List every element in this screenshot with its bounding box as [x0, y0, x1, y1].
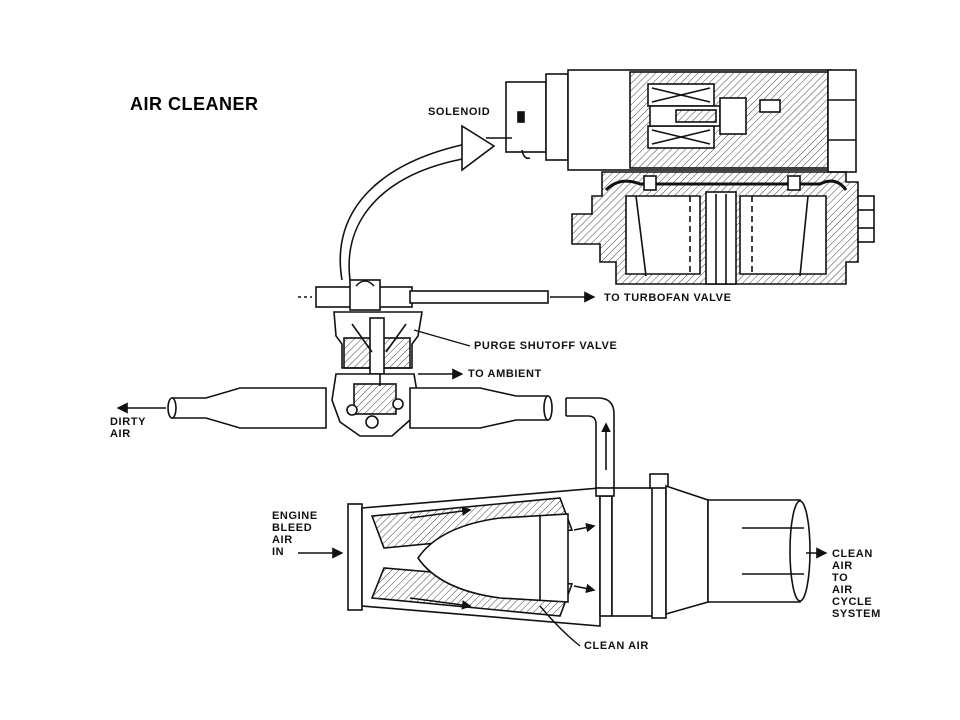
- clean-air-cycle-line: TO: [832, 572, 849, 584]
- purge-return-pipe: [565, 397, 615, 488]
- to-ambient-label: TO AMBIENT: [468, 368, 542, 380]
- purge-shutoff-valve-label: PURGE SHUTOFF VALVE: [474, 340, 618, 352]
- clean-air-cycle-line: AIR: [832, 584, 853, 596]
- callout-lines: [116, 137, 828, 647]
- clean-air-to-cycle-label: CLEAN AIR TO AIR CYCLE SYSTEM: [832, 548, 881, 620]
- to-turbofan-valve-label: TO TURBOFAN VALVE: [604, 292, 732, 304]
- clean-air-cycle-line: CLEAN: [832, 548, 873, 560]
- detail-pointer-arrow: [339, 141, 477, 281]
- engine-bleed-air-in-label: ENGINE BLEED AIR IN: [272, 510, 318, 558]
- purge-valve-assembly: [298, 279, 549, 437]
- engine-bleed-line: IN: [272, 546, 285, 558]
- solenoid-valve-cutaway: [505, 69, 875, 285]
- clean-air-cycle-line: SYSTEM: [832, 608, 881, 620]
- clean-air-cycle-line: AIR: [832, 560, 853, 572]
- page-title: AIR CLEANER: [130, 94, 259, 114]
- air-cleaner-body: [347, 473, 811, 627]
- clean-air-label: CLEAN AIR: [584, 640, 649, 652]
- solenoid-label: SOLENOID: [428, 106, 491, 118]
- clean-air-cycle-line: CYCLE: [832, 596, 873, 608]
- engine-bleed-line: ENGINE: [272, 510, 318, 522]
- engine-bleed-line: AIR: [272, 534, 293, 546]
- engine-bleed-line: BLEED: [272, 522, 313, 534]
- dirty-air-duct: [167, 374, 553, 429]
- dirty-air-line: DIRTY: [110, 416, 146, 428]
- dirty-air-label: DIRTY AIR: [110, 416, 146, 440]
- dirty-air-line: AIR: [110, 428, 131, 440]
